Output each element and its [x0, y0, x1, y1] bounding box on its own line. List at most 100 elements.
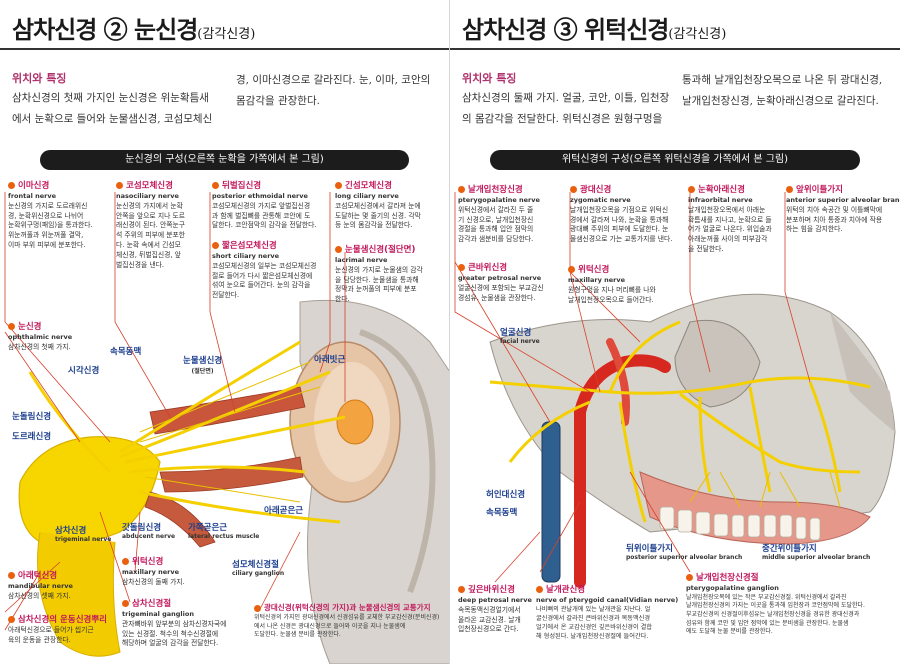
ophthalmic-nerve-illustration: [4, 192, 449, 664]
intro-line: 에서 눈확으로 들어와 눈물샘신경, 코섬모체신: [12, 113, 213, 125]
maxillary-branch: [139, 490, 341, 524]
bullet-icon: [122, 600, 129, 607]
callout-anterior-alveolar-branch: 앞위이틀가지 anterior superior alveolar branch…: [786, 185, 900, 234]
callout-title: 앞위이틀가지: [796, 185, 843, 195]
callout-en: mandibular nerve: [8, 582, 73, 591]
bullet-icon: [686, 574, 693, 581]
callout-trigeminal-ganglion: 삼차신경절 trigeminal ganglion 관자뼈바위 앞부분의 삼차신…: [122, 598, 262, 649]
page-title-bar: 삼차신경 ③ 위턱신경(감각신경): [450, 0, 900, 50]
callout-title: 짧은섬모체신경: [222, 241, 277, 251]
bullet-icon: [8, 182, 15, 189]
label-oculomotor-nerve: 눈돌림신경: [12, 412, 52, 422]
facial-nerve-branch: [508, 400, 591, 463]
intro-line: 삼차신경의 첫째 가지인 눈신경은 위눈확틈새: [12, 92, 209, 104]
callout-ophthalmic-nerve: 눈신경 ophthalmic nerve 삼차신경의 첫째 가지.: [8, 321, 118, 353]
callout-en: short ciliary nerve: [212, 252, 280, 261]
label-inferior-rectus: 아래곧은근: [264, 506, 304, 516]
bullet-icon: [212, 182, 219, 189]
section-label: 위치와 특징: [462, 72, 517, 85]
bullet-icon: [688, 186, 695, 193]
callout-title: 큰바위신경: [468, 263, 508, 273]
callout-en: infraorbital nerve: [688, 196, 753, 205]
muscle-lateral-rectus: [159, 456, 304, 493]
page-title: 삼차신경 ② 눈신경(감각신경): [12, 15, 256, 44]
nerve-fibers: [689, 471, 841, 508]
callout-title: 깊은바위신경: [468, 585, 515, 595]
callout-title: 위턱신경: [132, 557, 164, 567]
bullet-icon: [122, 558, 129, 565]
nerve-branches: [489, 320, 871, 523]
callout-short-ciliary-nerve: 짧은섬모체신경 short ciliary nerve 코섬모체신경의 일부는 …: [212, 240, 328, 301]
maxillary-nerve-illustration: [454, 192, 896, 588]
callout-en: maxillary nerve: [568, 276, 626, 285]
page-subtitle: (감각신경): [197, 27, 256, 42]
callout-title: 코섬모체신경: [126, 181, 173, 191]
callout-en: frontal nerve: [8, 192, 56, 201]
intro-line: 경, 이마신경으로 갈라진다. 눈, 이마, 코안의: [236, 74, 431, 86]
callout-mandibular-nerve: 아래턱신경 mandibular nerve 삼차신경의 셋째 가지.: [8, 570, 118, 602]
intro-line: 삼차신경의 둘째 가지. 얼굴, 코안, 이틀, 입천장: [462, 92, 670, 104]
bullet-icon: [116, 182, 123, 189]
optic-branch: [28, 371, 112, 474]
figure-title: 위턱신경의 구성(오른쪽 위턱신경을 가쪽에서 본 그림): [490, 150, 860, 170]
leader-lines: [454, 192, 811, 583]
callout-en: greater petrosal nerve: [458, 274, 542, 283]
callout-title: 위턱신경: [578, 265, 610, 275]
callout-en: long ciliary nerve: [335, 192, 399, 201]
nasal-bone: [830, 312, 895, 432]
intro-line: 몸감각을 관장한다.: [236, 95, 320, 107]
palatine-branch: [618, 401, 647, 523]
lacrimal-gland: [336, 399, 374, 445]
intro-text-col2: 경, 이마신경으로 갈라진다. 눈, 이마, 코안의 몸감각을 관장한다.: [236, 70, 430, 112]
bullet-icon: [458, 264, 465, 271]
label-lacrimal-cut: 눈물샘신경(절단면): [183, 356, 223, 375]
label-internal-carotid: 속목동맥: [110, 347, 142, 357]
page-subtitle: (감각신경): [668, 27, 727, 42]
callout-title: 뒤벌집신경: [222, 181, 262, 191]
figure-title: 눈신경의 구성(오른쪽 눈확을 가쪽에서 본 그림): [40, 150, 409, 170]
callout-title: 날개입천장신경: [468, 185, 523, 195]
callout-en: maxillary nerve: [122, 568, 180, 577]
callout-en: pterygopalatine nerve: [458, 196, 540, 205]
callout-en: zygomatic nerve: [570, 196, 631, 205]
callout-en: pterygopalatine ganglion: [686, 584, 779, 593]
bullet-icon: [536, 586, 543, 593]
page-title: 삼차신경 ③ 위턱신경(감각신경): [462, 15, 727, 44]
callout-title: 삼차신경절: [132, 599, 172, 609]
callout-en: posterior ethmoidal nerve: [212, 192, 308, 201]
artery-branch: [606, 338, 630, 426]
intro-text: 삼차신경의 둘째 가지. 얼굴, 코안, 이틀, 입천장 의 몸감각을 전달한다…: [462, 88, 669, 130]
teeth: [659, 506, 821, 541]
intro-line: 통과해 날개입천장오목으로 나온 뒤 광대신경,: [682, 74, 883, 86]
callout-en: trigeminal ganglion: [122, 610, 194, 619]
intro-text: 삼차신경의 첫째 가지인 눈신경은 위눈확틈새 에서 눈확으로 들어와 눈물샘신…: [12, 88, 212, 130]
callout-title: 삼차신경의 운동신경뿌리: [18, 615, 107, 625]
bullet-icon: [568, 266, 575, 273]
page-ophthalmic: 삼차신경 ② 눈신경(감각신경) 위치와 특징 삼차신경의 첫째 가지인 눈신경…: [0, 0, 450, 664]
callout-title: 긴섬모체신경: [345, 181, 392, 191]
infraorbital-branch: [679, 392, 861, 474]
callout-title: 광대신경: [580, 185, 612, 195]
callout-greater-petrosal-nerve: 큰바위신경 greater petrosal nerve 얼굴신경에 포함되는 …: [458, 262, 570, 303]
carotid-vessel-blue: [541, 421, 561, 583]
label-internal-carotid: 속목동맥: [486, 508, 518, 518]
alveolar-branch-1: [698, 396, 712, 493]
label-inferior-oblique: 아래빗근: [314, 355, 346, 365]
callout-title: 이마신경: [18, 181, 50, 191]
ciliary-branch: [129, 465, 306, 474]
bullet-icon: [786, 186, 793, 193]
bullet-icon: [8, 616, 15, 623]
callout-long-ciliary-nerve: 긴섬모체신경 long ciliary nerve 코섬모체신경에서 갈라져 눈…: [335, 180, 447, 231]
page-maxillary: 삼차신경 ③ 위턱신경(감각신경) 위치와 특징 삼차신경의 둘째 가지. 얼굴…: [450, 0, 900, 664]
bullet-icon: [254, 604, 261, 612]
